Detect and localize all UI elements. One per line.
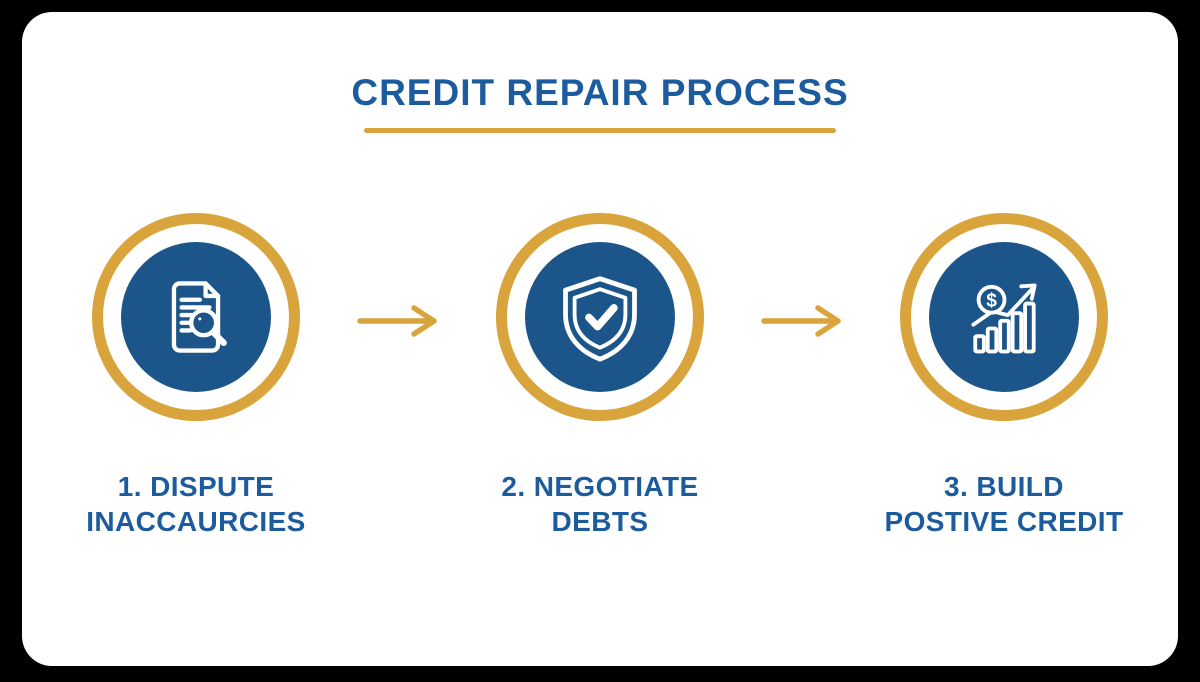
step-label: 3. BUILD POSTIVE CREDIT [885,469,1124,539]
step-label-line2: INACCAURCIES [86,506,306,537]
step-label-line1: 3. BUILD [944,471,1064,502]
step-label-line2: POSTIVE CREDIT [884,506,1124,537]
page-title: CREDIT REPAIR PROCESS [351,72,849,113]
arrow-right-icon [356,213,440,341]
infographic-card: CREDIT REPAIR PROCESS [22,12,1178,666]
step-dispute-inaccuracies: 1. DISPUTE INACCAURCIES [50,213,342,539]
growth-chart-dollar-icon: $ [971,283,1037,354]
document-magnifier-icon [171,281,227,353]
step-negotiate-debts: 2. NEGOTIATE DEBTS [454,213,746,539]
step-label: 1. DISPUTE INACCAURCIES [86,469,305,539]
step-circle-inner [525,242,675,392]
step-circle: $ [900,213,1108,421]
step-label-line1: 1. DISPUTE [117,471,275,502]
shield-check-icon [563,276,637,362]
process-steps: 1. DISPUTE INACCAURCIES [22,213,1178,539]
title-underline [364,128,836,133]
step-circle-inner: $ [929,242,1079,392]
arrow-right-icon [760,213,844,341]
step-circle-inner [121,242,271,392]
step-circle [92,213,300,421]
dollar-symbol: $ [986,290,997,311]
step-build-positive-credit: $ 3. BUILD POSTIVE CREDIT [858,213,1150,539]
step-circle [496,213,704,421]
step-label-line2: DEBTS [551,506,649,537]
step-label-line1: 2. NEGOTIATE [501,471,699,502]
step-label: 2. NEGOTIATE DEBTS [501,469,698,539]
